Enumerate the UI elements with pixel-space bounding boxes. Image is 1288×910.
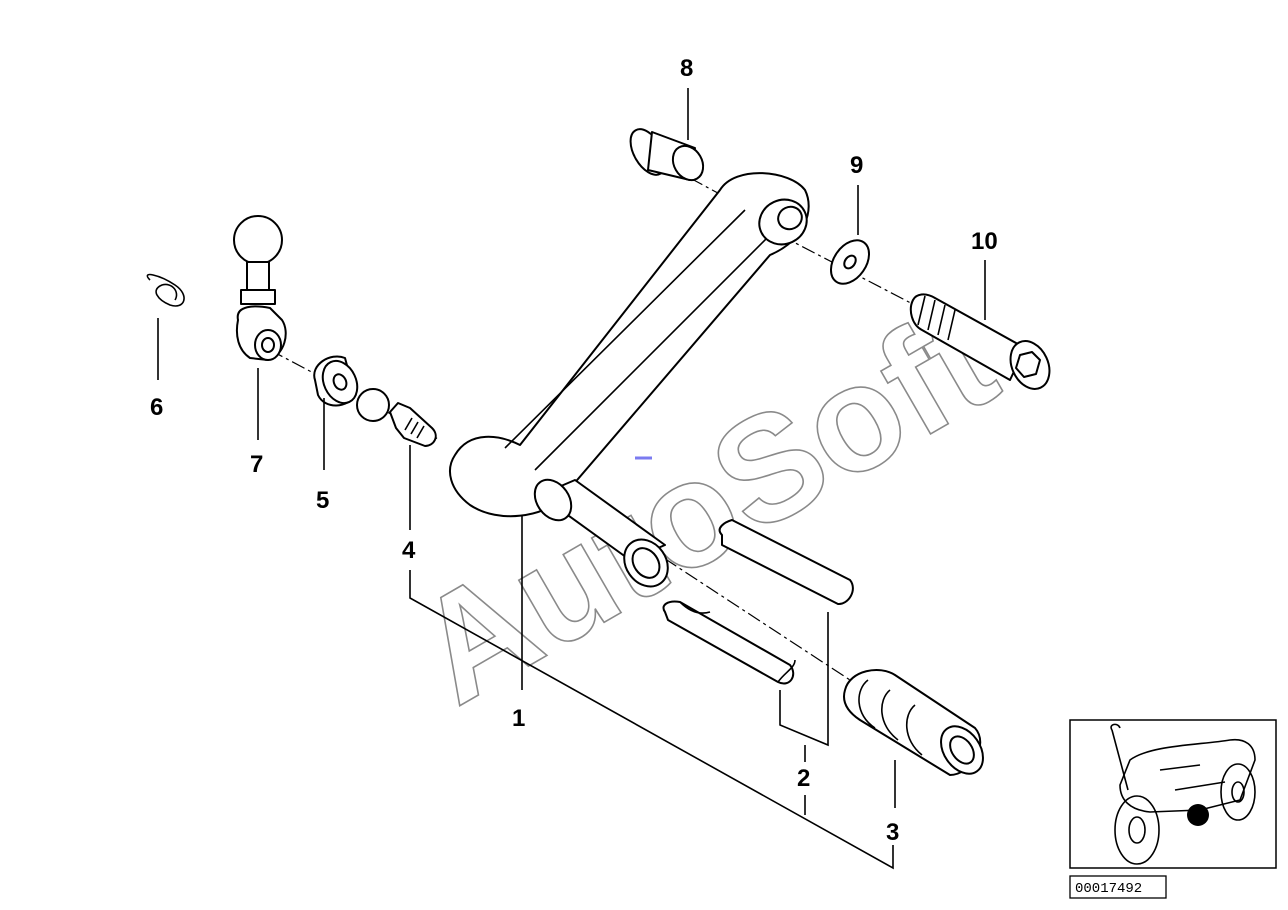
part-5-spacer bbox=[313, 355, 359, 407]
diagram-id-box: 00017492 bbox=[1069, 875, 1167, 899]
callout-5: 5 bbox=[316, 487, 329, 514]
part-3-foot-peg-rubber bbox=[842, 669, 984, 776]
callouts: 1 2 3 4 5 6 7 8 9 10 bbox=[150, 55, 998, 846]
callout-10: 10 bbox=[971, 228, 998, 255]
callout-8: 8 bbox=[680, 55, 693, 82]
part-8-bushing bbox=[629, 128, 705, 182]
callout-9: 9 bbox=[850, 152, 863, 179]
part-7-ball-joint bbox=[233, 215, 287, 361]
callout-1: 1 bbox=[512, 705, 525, 732]
leader-lines bbox=[157, 88, 986, 870]
callout-6: 6 bbox=[150, 394, 163, 421]
part-1-lever bbox=[449, 172, 810, 588]
part-4-ball-stud bbox=[356, 388, 437, 447]
part-10-screw bbox=[909, 293, 1051, 390]
callout-4: 4 bbox=[402, 537, 416, 564]
part-2-half-shells bbox=[662, 519, 854, 685]
part-6-spring-clip bbox=[146, 273, 185, 307]
part-9-washer bbox=[829, 239, 871, 285]
callout-3: 3 bbox=[886, 819, 899, 846]
location-marker-dot bbox=[1187, 804, 1209, 826]
callout-7: 7 bbox=[250, 451, 263, 478]
callout-2: 2 bbox=[797, 765, 810, 792]
location-thumbnail bbox=[1069, 719, 1277, 869]
diagram-id: 00017492 bbox=[1075, 881, 1142, 897]
